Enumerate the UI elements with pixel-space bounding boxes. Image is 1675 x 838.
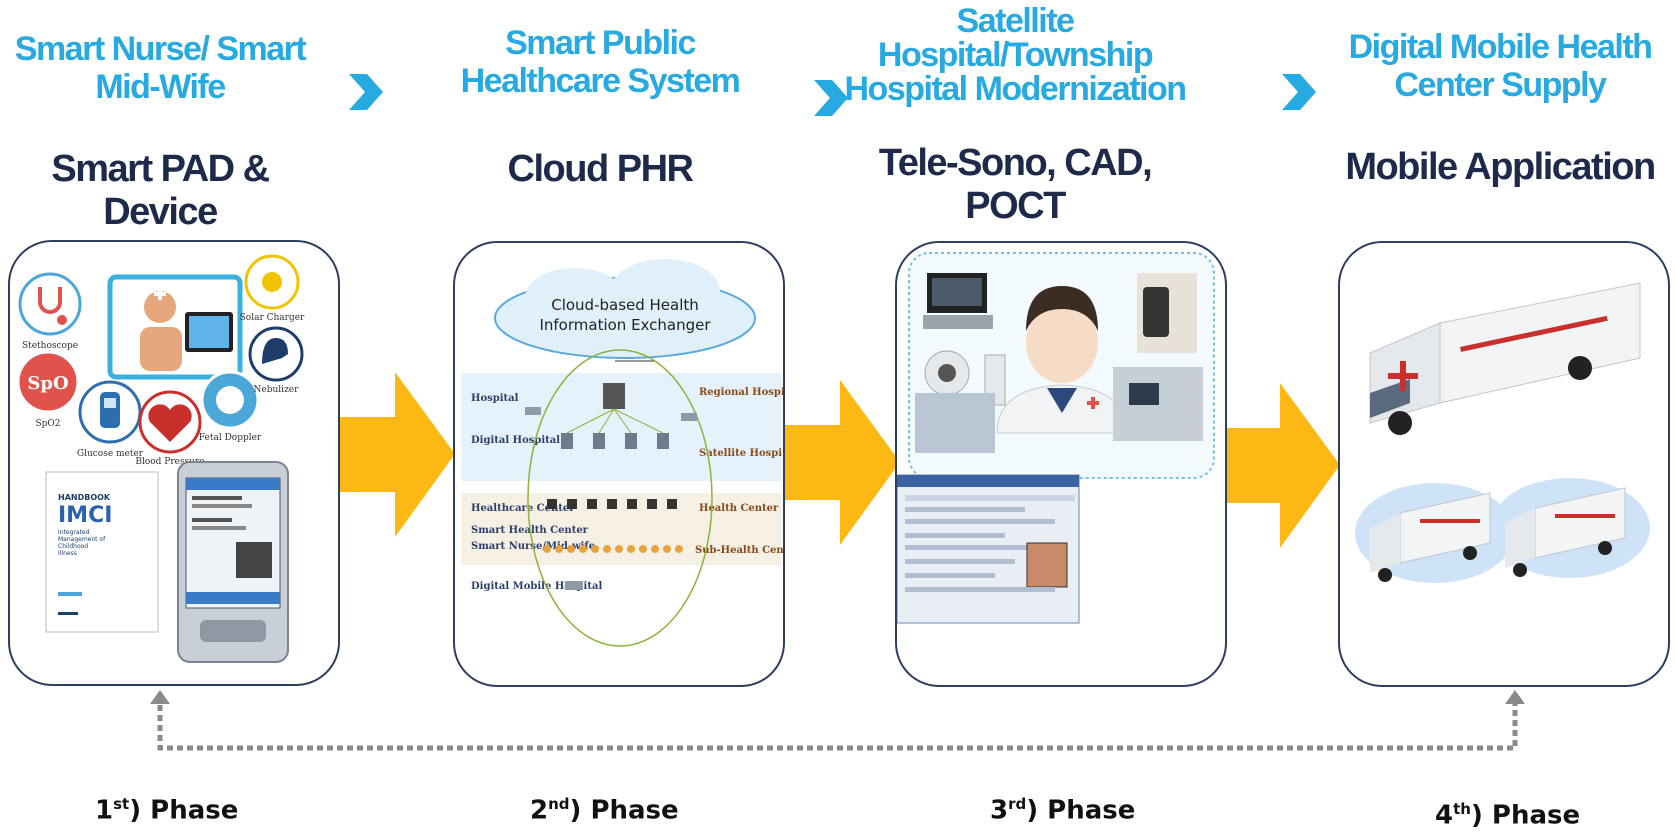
phase-text: ) Phase [129, 795, 239, 826]
phase-ordinal: nd [548, 795, 570, 813]
panel-telesono [895, 241, 1227, 687]
phase-number: 3 [990, 795, 1009, 826]
smart-device-illustration: Stethoscope SpO SpO2 Glucose meter [16, 254, 305, 663]
glucose-meter-icon: Glucose meter [77, 380, 144, 459]
blood-pressure-icon: Blood Pressure [135, 390, 205, 467]
flow-arrow-3 [1225, 383, 1340, 548]
column-4-subtitle: Mobile Application [1345, 146, 1656, 188]
chevron-right-icon [814, 80, 848, 116]
column-1-subtitle: Smart PAD & Device [51, 148, 270, 233]
flow-arrow-2 [785, 380, 900, 545]
tablet-nurse-icon [107, 274, 243, 380]
healthcare-band [461, 493, 781, 565]
solar-charger-icon: Solar Charger [240, 254, 305, 323]
scanner-image [924, 350, 1006, 406]
cloud-icon: Cloud-based Health Information Exchanger [494, 259, 756, 359]
phase-4-label: 4th) Phase [1435, 800, 1580, 831]
book-line: Illness [58, 550, 77, 557]
column-4-title-line-1: Digital Mobile Health [1348, 28, 1653, 66]
book-logo: IMCI [58, 503, 112, 528]
fetal-doppler-icon: Fetal Doppler [199, 370, 262, 443]
column-4-title: Digital Mobile Health Center Supply [1325, 28, 1675, 104]
cloud-label-line-2: Information Exchanger [539, 316, 711, 334]
phase-number: 1 [95, 795, 114, 826]
hospital-label: Hospital [471, 393, 519, 404]
phase-ordinal: st [113, 795, 130, 813]
column-3-title: Satellite Hospital/Township Hospital Mod… [840, 4, 1190, 106]
telemedicine-illustration [897, 252, 1215, 624]
phase-ordinal: rd [1008, 795, 1027, 813]
mobile-clinic-truck-icon [1369, 282, 1641, 435]
panel-smart-pad-device: Stethoscope SpO SpO2 Glucose meter [8, 240, 340, 686]
column-2-subtitle: Cloud PHR [507, 148, 694, 190]
column-1-title-line-2: Mid-Wife [95, 68, 226, 107]
spo2-text: SpO [27, 373, 68, 394]
device-label: Glucose meter [77, 449, 144, 459]
device-label: Solar Charger [240, 313, 305, 323]
panel-cloud-phr: Cloud-based Health Information Exchanger… [453, 241, 785, 687]
book-top: HANDBOOK [58, 493, 111, 502]
regional-hospital-label: Regional Hospital [699, 387, 785, 398]
chevron-right-icon [1282, 74, 1316, 110]
phase-1-label: 1st) Phase [95, 795, 238, 826]
phase-text: ) Phase [569, 795, 679, 826]
book-line: Integrated [58, 529, 90, 536]
doctor-avatar-icon [996, 286, 1128, 434]
pda-device-image [177, 461, 289, 663]
column-3-title-line-3: Hospital Modernization [844, 70, 1188, 108]
healthcare-center-label: Healthcare Center [471, 503, 575, 514]
column-4-title-line-2: Center Supply [1394, 66, 1607, 105]
stethoscope-icon: Stethoscope [18, 272, 82, 351]
satellite-hospital-label: Satellite Hospital [699, 448, 785, 459]
cloud-network-diagram: Cloud-based Health Information Exchanger… [461, 259, 785, 647]
nebulizer-icon: Nebulizer [248, 326, 304, 395]
column-1-title-line-1: Smart Nurse/ Smart [14, 30, 307, 68]
chevron-right-icon [349, 74, 383, 110]
column-3-title-line-2: Hospital/Township [877, 36, 1154, 74]
handheld-device-image [1137, 273, 1197, 353]
feedback-loop-arrow [150, 690, 1525, 751]
device-label: Blood Pressure [135, 457, 204, 467]
device-label: SpO2 [35, 419, 60, 429]
software-screenshot [897, 474, 1080, 624]
phase-number: 2 [530, 795, 549, 826]
lab-photo [915, 393, 995, 453]
phase-text: ) Phase [1026, 795, 1136, 826]
small-truck-icon [1490, 478, 1650, 578]
flow-arrow-1 [340, 372, 455, 537]
digital-mobile-hospital-label: Digital Mobile Hospital [471, 581, 602, 592]
health-center-label: Health Center [699, 503, 779, 514]
spo2-icon: SpO SpO2 [16, 350, 80, 429]
mobile-truck-illustration [1355, 282, 1650, 583]
column-2-title-line-2: Healthcare System [460, 62, 741, 101]
phase-text: ) Phase [1470, 800, 1581, 831]
sub-health-center-label: Sub-Health Center [695, 545, 785, 556]
book-line: Childhood [58, 543, 88, 550]
column-3-title-line-1: Satellite [956, 2, 1075, 40]
cloud-label-line-1: Cloud-based Health [551, 296, 699, 314]
book-line: Management of [58, 536, 106, 543]
device-label: Nebulizer [254, 385, 300, 395]
phase-2-label: 2nd) Phase [530, 795, 679, 826]
ultrasound-machine-image [923, 273, 993, 329]
phase-number: 4 [1435, 800, 1454, 831]
phase-3-label: 3rd) Phase [990, 795, 1135, 826]
column-3-subtitle: Tele-Sono, CAD, POCT [878, 142, 1153, 227]
small-truck-icon [1355, 483, 1515, 583]
column-2-title: Smart Public Healthcare System [455, 24, 745, 100]
device-label: Fetal Doppler [199, 433, 262, 443]
server-icon [603, 383, 625, 409]
imci-handbook-image: HANDBOOK IMCI Integrated Management of C… [45, 471, 159, 633]
column-1-title: Smart Nurse/ Smart Mid-Wife [0, 30, 320, 106]
panel-mobile-health [1338, 241, 1670, 687]
device-label: Stethoscope [22, 341, 78, 351]
column-2-title-line-1: Smart Public [505, 24, 696, 62]
digital-hospital-label: Digital Hospital [471, 435, 560, 446]
phase-ordinal: th [1453, 800, 1471, 818]
